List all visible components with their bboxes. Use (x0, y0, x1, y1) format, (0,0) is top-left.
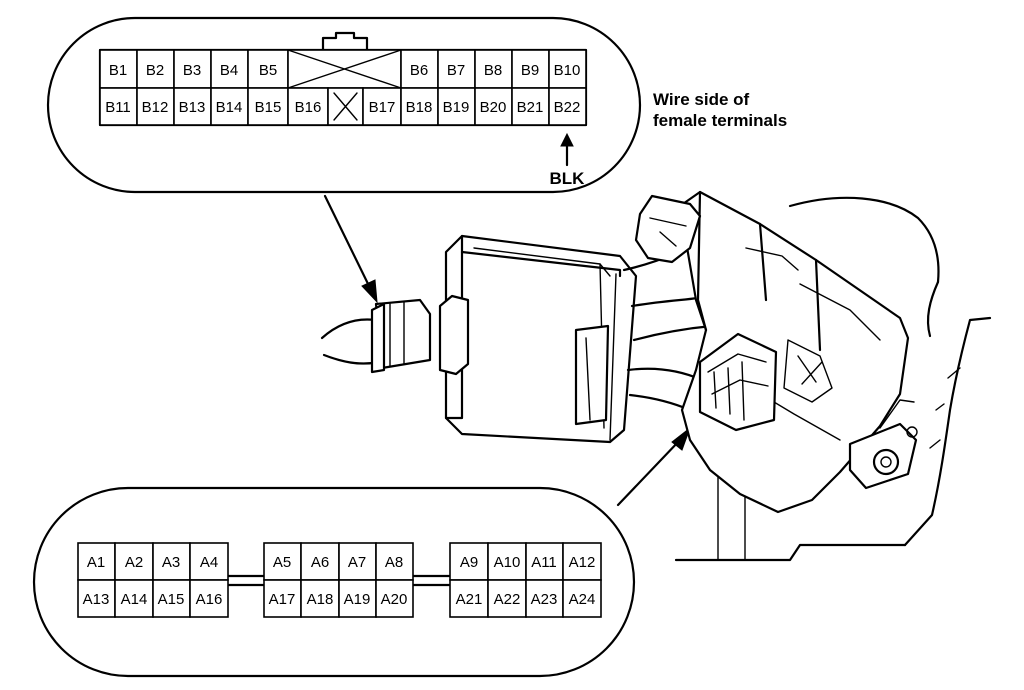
pin-label: A10 (494, 554, 521, 571)
pin-label: B9 (521, 62, 539, 79)
pin-label: A23 (531, 591, 558, 608)
pin-label: A12 (569, 554, 596, 571)
pin-label: A22 (494, 591, 521, 608)
pin-label: A4 (200, 554, 218, 571)
pin-label: B17 (369, 99, 396, 116)
pin-label: A1 (87, 554, 105, 571)
pin-label: A18 (307, 591, 334, 608)
pin-label: A9 (460, 554, 478, 571)
pin-label: A6 (311, 554, 329, 571)
pin-label: A13 (83, 591, 110, 608)
pin-label: B10 (554, 62, 581, 79)
connector-a-group-1 (77, 542, 229, 618)
connector-b-latch (321, 31, 369, 52)
pin-label: A5 (273, 554, 291, 571)
pin-label: B20 (480, 99, 507, 116)
pin-label: A20 (381, 591, 408, 608)
pin-label: A19 (344, 591, 371, 608)
caption-line-1: Wire side of (653, 90, 750, 109)
pin-label: A8 (385, 554, 403, 571)
pin-label: B7 (447, 62, 465, 79)
pin-label: A11 (531, 554, 557, 571)
wire-color-label: BLK (550, 169, 586, 188)
connector-a-bridges (226, 574, 452, 587)
pin-label: B3 (183, 62, 201, 79)
pin-label: B1 (109, 62, 127, 79)
blk-wire-arrow (560, 132, 574, 167)
caption-line-2: female terminals (653, 111, 787, 130)
pin-label: B8 (484, 62, 502, 79)
pin-label: B6 (410, 62, 428, 79)
pin-label: B16 (295, 99, 322, 116)
callout-b-leader (323, 194, 378, 304)
pin-label: A21 (456, 591, 483, 608)
pin-label: A16 (196, 591, 223, 608)
pin-label: B11 (105, 99, 131, 116)
pin-label: A3 (162, 554, 180, 571)
pin-label: A7 (348, 554, 366, 571)
pin-label: B19 (443, 99, 470, 116)
callout-a-leader (616, 426, 692, 507)
pin-label: A14 (121, 591, 148, 608)
pin-label: B12 (142, 99, 169, 116)
connector-a-group-3 (449, 542, 602, 618)
pin-label: B5 (259, 62, 277, 79)
pin-label: B18 (406, 99, 433, 116)
pin-label: B2 (146, 62, 164, 79)
pin-label: B13 (179, 99, 206, 116)
connector-b-row-2 (99, 87, 587, 126)
pin-label: A24 (569, 591, 596, 608)
connector-b-row-1 (99, 49, 587, 89)
pin-label: B14 (216, 99, 243, 116)
pin-label: B22 (554, 99, 581, 116)
pin-label: A17 (269, 591, 296, 608)
pin-label: B15 (255, 99, 282, 116)
pin-label: B21 (517, 99, 544, 116)
pin-label: A2 (125, 554, 143, 571)
harness-illustration (320, 190, 992, 562)
pin-label: B4 (220, 62, 238, 79)
connector-a-group-2 (263, 542, 414, 618)
pin-label: A15 (158, 591, 185, 608)
